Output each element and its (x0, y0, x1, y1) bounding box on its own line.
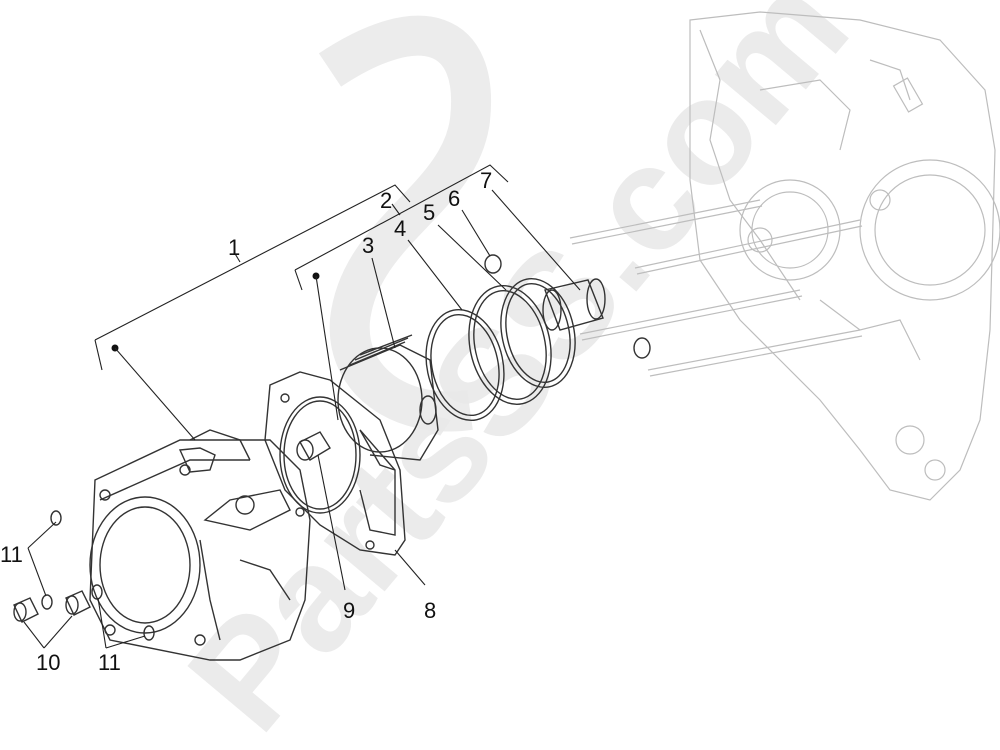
base-gasket (264, 371, 406, 556)
callout-2: 2 (380, 188, 392, 213)
callout-11-bottom: 11 (98, 650, 121, 675)
piston (337, 334, 439, 471)
watermark-text: PartsSS.com (156, 0, 880, 750)
callout-4: 4 (394, 216, 406, 241)
leader-lines (23, 164, 581, 649)
callout-8: 8 (424, 598, 436, 623)
callout-10: 10 (36, 650, 60, 675)
callout-9: 9 (343, 598, 355, 623)
crankcase (569, 11, 1000, 501)
callout-3: 3 (362, 233, 374, 258)
callout-5: 5 (423, 200, 435, 225)
callout-7: 7 (480, 168, 492, 193)
watermark: PartsSS.com (156, 0, 880, 750)
fasteners (13, 510, 155, 641)
callout-1: 1 (228, 235, 240, 260)
cylinder (89, 429, 311, 661)
callout-11-left: 11 (0, 542, 23, 567)
piston-rings (425, 277, 576, 422)
callout-6: 6 (448, 186, 460, 211)
gudgeon-pin (296, 431, 331, 461)
callout-labels: 1 2 3 4 5 6 7 8 9 10 11 11 (0, 168, 492, 675)
